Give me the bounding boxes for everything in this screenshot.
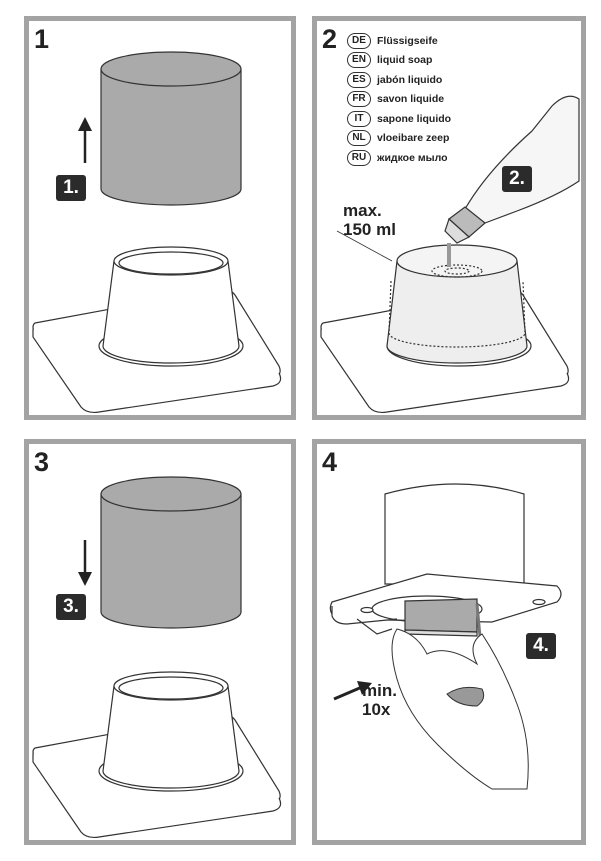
step-badge: 3. [56, 594, 86, 620]
base-plate-underside [329, 573, 562, 635]
shade [102, 246, 240, 364]
cover-cylinder [100, 51, 242, 206]
soap-bottle [444, 95, 580, 267]
step-badge: 2. [502, 166, 532, 192]
soap-pump [404, 598, 484, 674]
step-number: 4 [322, 447, 338, 477]
step-2-illustration [320, 95, 580, 414]
cover-cylinder [100, 476, 242, 629]
up-arrow-icon [78, 117, 92, 163]
shade [102, 671, 240, 789]
step-number: 1 [34, 24, 50, 54]
step-3-illustration [32, 476, 282, 839]
step-1-illustration [32, 51, 282, 414]
step-3-panel: 3 3. [24, 439, 296, 845]
step-number: 2 [322, 24, 338, 54]
press-count-label: min.10x [362, 681, 397, 719]
step-4-illustration [329, 483, 562, 790]
down-arrow-icon [78, 540, 92, 586]
max-capacity-label: max.150 ml [343, 201, 396, 239]
shade-outline [384, 483, 525, 585]
hand [391, 628, 529, 790]
step-1-panel: 1 1. [24, 16, 296, 420]
press-arrow-icon [333, 681, 372, 701]
shade-filled [336, 230, 528, 364]
step-number: 3 [34, 447, 50, 477]
step-4-panel: 4 4. min.10x [312, 439, 586, 845]
step-badge: 4. [526, 633, 556, 659]
step-badge: 1. [56, 175, 86, 201]
